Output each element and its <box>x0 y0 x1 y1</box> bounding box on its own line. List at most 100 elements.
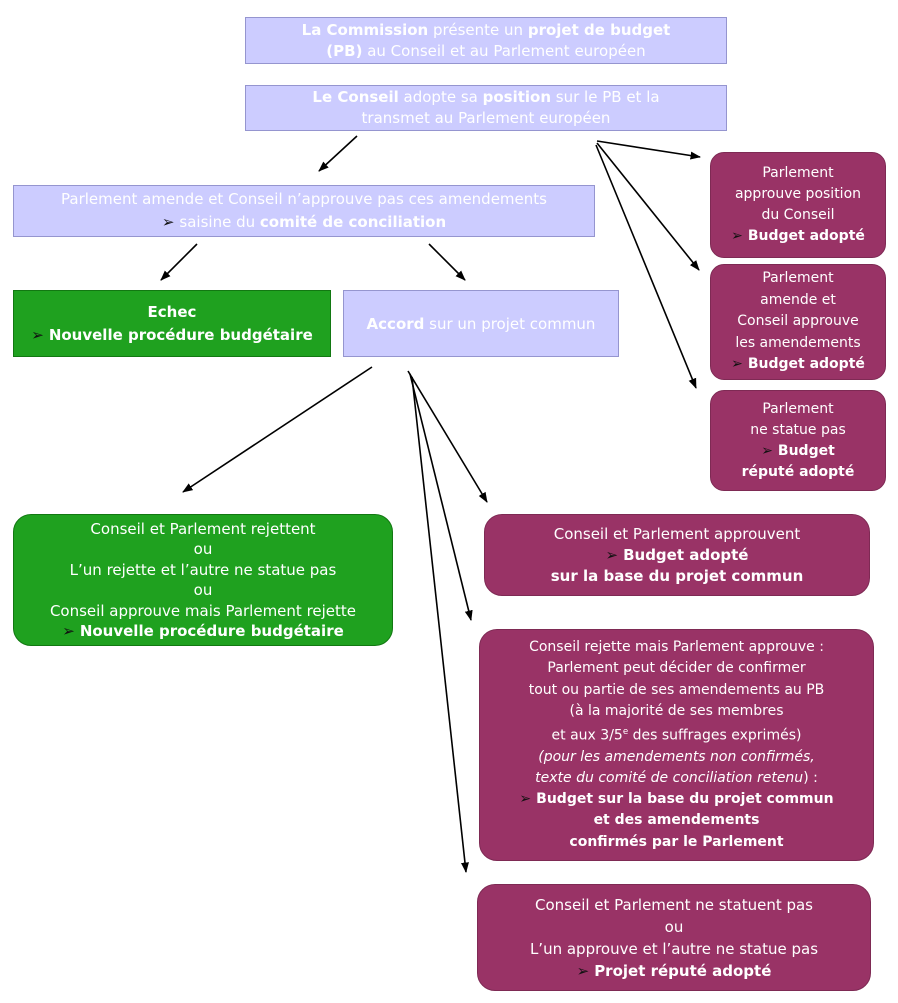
node-echec: Echec ➢Nouvelle procédure budgétaire <box>13 290 331 357</box>
node-line: ou <box>22 539 384 560</box>
node-line: L’un rejette et l’autre ne statue pas <box>22 560 384 581</box>
node-line: Parlement <box>719 163 877 184</box>
text-segment: Parlement <box>762 270 834 287</box>
text-segment: projet de budget <box>527 20 671 39</box>
text-segment: Budget adopté <box>623 545 749 564</box>
node-line: du Conseil <box>719 205 877 226</box>
text-segment: Parlement peut décider de confirmer <box>547 660 806 677</box>
text-segment: Budget <box>777 442 835 459</box>
node-line: (pour les amendements non confirmés, <box>488 747 865 768</box>
node-approbation-budget-adopte: Conseil et Parlement approuvent ➢Budget … <box>484 514 870 596</box>
text-segment: des suffrages exprimés) <box>628 727 802 744</box>
arrow-bullet-icon: ➢ <box>761 442 773 459</box>
arrow-accord-to-approbation <box>407 370 488 503</box>
text-segment: approuve position <box>734 186 862 202</box>
node-line: ➢Budget adopté <box>493 545 861 566</box>
text-segment: sur la base du projet commun <box>550 566 804 585</box>
text-segment: ne statue pas <box>750 421 846 438</box>
text-segment: e <box>622 726 629 737</box>
node-accord: Accord sur un projet commun <box>343 290 619 357</box>
arrow-bullet-icon: ➢ <box>31 325 44 344</box>
node-line: (PB) au Conseil et au Parlement européen <box>254 41 718 62</box>
node-line: amende et <box>719 290 877 312</box>
text-segment: sur un projet commun <box>424 314 596 333</box>
node-line: ➢Nouvelle procédure budgétaire <box>22 621 384 642</box>
text-segment: comité de conciliation <box>259 213 447 231</box>
text-segment: L’un rejette et l’autre ne statue pas <box>69 560 337 579</box>
text-segment: Conseil approuve mais Parlement rejette <box>49 601 357 620</box>
node-line: Conseil approuve mais Parlement rejette <box>22 601 384 622</box>
text-segment: Parlement <box>762 400 834 417</box>
node-line: ➢Budget sur la base du projet commun <box>488 789 865 810</box>
text-segment: et aux 3/5 <box>551 727 623 744</box>
node-line: Accord sur un projet commun <box>352 313 610 335</box>
text-segment: ou <box>664 917 684 936</box>
arrow-bullet-icon: ➢ <box>519 791 532 808</box>
text-segment: Budget adopté <box>747 228 865 244</box>
node-line: Parlement peut décider de confirmer <box>488 658 865 679</box>
node-conseil-position: Le Conseil adopte sa position sur le PB … <box>245 85 727 131</box>
node-line: ➢Nouvelle procédure budgétaire <box>22 324 322 347</box>
text-segment: position <box>482 88 552 106</box>
node-commission-presente-pb: La Commission présente un projet de budg… <box>245 17 727 64</box>
arrow-accord-to-rejet <box>182 366 373 493</box>
node-line: ou <box>22 580 384 601</box>
text-segment: Le Conseil <box>312 88 399 106</box>
node-line: L’un approuve et l’autre ne statue pas <box>486 938 862 960</box>
node-line: Conseil et Parlement approuvent <box>493 524 861 545</box>
text-segment: Parlement amende et Conseil n’approuve p… <box>61 190 547 208</box>
node-line: ➢saisine du comité de conciliation <box>22 211 586 234</box>
text-segment: ou <box>193 581 213 599</box>
node-line: ne statue pas <box>719 420 877 441</box>
node-line: Conseil et Parlement ne statuent pas <box>486 894 862 916</box>
node-line: et aux 3/5e des suffrages exprimés) <box>488 722 865 747</box>
text-segment: au Conseil et au Parlement européen <box>362 41 646 60</box>
text-segment: texte du comité de conciliation retenu <box>535 770 804 787</box>
arrow-conseil-to-amende <box>318 135 358 172</box>
node-line: et des amendements <box>488 810 865 831</box>
node-parlement-approuve-position: Parlement approuve position du Conseil ➢… <box>710 152 886 258</box>
node-line: les amendements <box>719 333 877 355</box>
text-segment: Nouvelle procédure budgétaire <box>79 622 344 640</box>
text-segment: Accord <box>366 314 425 333</box>
node-line: Parlement <box>719 268 877 290</box>
text-segment: et des amendements <box>593 812 760 829</box>
arrow-accord-to-confirmation <box>409 373 473 621</box>
node-line: confirmés par le Parlement <box>488 832 865 853</box>
node-line: ➢Projet réputé adopté <box>486 960 862 982</box>
text-segment: tout ou partie de ses amendements au PB <box>528 681 825 698</box>
text-segment: sur le PB et la <box>551 88 660 106</box>
arrow-bullet-icon: ➢ <box>62 622 75 640</box>
text-segment: présente un <box>428 20 528 39</box>
node-line: texte du comité de conciliation retenu) … <box>488 768 865 789</box>
text-segment: confirmés par le Parlement <box>569 833 784 850</box>
text-segment: ) : <box>803 770 818 787</box>
text-segment: amende et <box>760 291 836 308</box>
text-segment: ou <box>193 540 213 558</box>
text-segment: (PB) <box>326 41 363 60</box>
arrow-bullet-icon: ➢ <box>731 356 743 373</box>
node-line: réputé adopté <box>719 462 877 483</box>
arrow-bullet-icon: ➢ <box>731 228 743 244</box>
node-parlement-amende-conseil-approuve: Parlement amende et Conseil approuve les… <box>710 264 886 380</box>
node-line: tout ou partie de ses amendements au PB <box>488 680 865 701</box>
node-confirmation-amendements: Conseil rejette mais Parlement approuve … <box>479 629 874 861</box>
arrow-bullet-icon: ➢ <box>605 545 619 564</box>
text-segment: Budget sur la base du projet commun <box>536 791 834 808</box>
node-ne-statuent-pas: Conseil et Parlement ne statuent pas ou … <box>477 884 871 991</box>
node-rejet-nouvelle-procedure: Conseil et Parlement rejettent ou L’un r… <box>13 514 393 646</box>
node-line: (à la majorité de ses membres <box>488 701 865 722</box>
arrow-amende-to-accord <box>428 243 466 281</box>
node-line: Conseil approuve <box>719 311 877 333</box>
node-line: sur la base du projet commun <box>493 566 861 587</box>
text-segment: Conseil et Parlement rejettent <box>90 519 316 538</box>
arrow-bullet-icon: ➢ <box>576 961 590 980</box>
text-segment: saisine du <box>179 213 260 231</box>
node-line: ou <box>486 916 862 938</box>
text-segment: La Commission <box>301 20 429 39</box>
text-segment: Conseil rejette mais Parlement approuve … <box>529 639 824 656</box>
text-segment: adopte sa <box>398 88 483 106</box>
node-line: Parlement amende et Conseil n’approuve p… <box>22 188 586 211</box>
text-segment: Echec <box>147 302 197 321</box>
